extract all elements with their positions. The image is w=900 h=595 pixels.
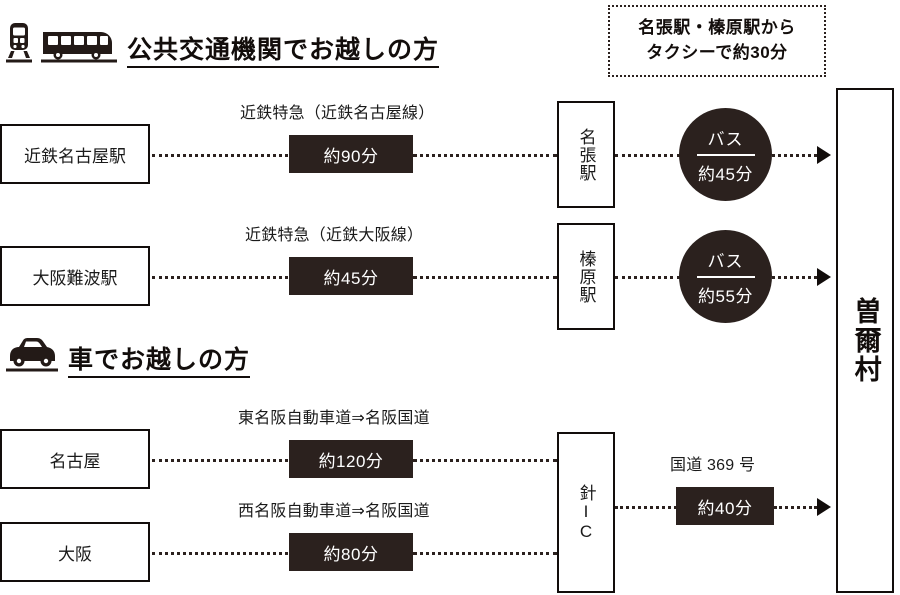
station-label: 名張駅: [576, 127, 596, 182]
connector-line: [152, 459, 294, 462]
duration-label: 約120分: [318, 451, 384, 471]
connector-line: [413, 154, 557, 157]
destination-label: 曽爾村: [850, 297, 881, 384]
duration-label: 約40分: [697, 498, 753, 518]
car-icons: [6, 334, 58, 378]
origin-box-osaka: 大阪: [0, 522, 150, 582]
station-box-nabari: 名張駅: [557, 101, 615, 208]
section-title-car: 車でお越しの方: [68, 348, 251, 378]
bus-duration-label: 約55分: [698, 286, 753, 306]
bus-circle-nabari: バス 約45分: [679, 108, 772, 201]
duration-chip-1: 約90分: [289, 135, 413, 173]
duration-chip-4: 約80分: [289, 533, 413, 571]
origin-box-nagoya: 名古屋: [0, 429, 150, 489]
origin-box-kintetsu-nagoya: 近鉄名古屋駅: [0, 124, 150, 184]
section-heading-car: 車でお越しの方: [6, 334, 251, 378]
duration-label: 約90分: [323, 146, 379, 166]
connector-line: [772, 276, 817, 279]
divider: [696, 275, 755, 278]
duration-chip-3: 約120分: [289, 440, 413, 478]
bus-duration-label: 約45分: [698, 164, 753, 184]
duration-chip-5: 約40分: [676, 487, 774, 525]
section-title-public: 公共交通機関でお越しの方: [127, 38, 440, 68]
origin-label: 名古屋: [49, 451, 101, 471]
train-icon: [6, 23, 32, 63]
origin-label: 近鉄名古屋駅: [24, 146, 126, 166]
public-transport-icons: [6, 22, 117, 68]
route-caption-4: 西名阪自動車道⇒名阪国道: [238, 503, 430, 520]
taxi-callout-line1: 名張駅・榛原駅から: [638, 18, 796, 38]
car-icon: [6, 338, 58, 372]
route-caption-1: 近鉄特急（近鉄名古屋線）: [240, 105, 435, 122]
connector-line: [413, 276, 557, 279]
connector-line: [774, 506, 817, 509]
connector-line: [152, 276, 294, 279]
duration-chip-2: 約45分: [289, 257, 413, 295]
station-label: 榛原駅: [576, 249, 596, 304]
divider: [696, 153, 755, 156]
connector-line: [152, 552, 294, 555]
bus-mode-label: バス: [707, 129, 744, 149]
connector-line: [413, 459, 557, 462]
route-caption-5: 国道 369 号: [670, 457, 756, 474]
arrow-head: [817, 498, 831, 516]
duration-label: 約80分: [323, 544, 379, 564]
route-caption-3: 東名阪自動車道⇒名阪国道: [238, 410, 430, 427]
bus-circle-haibara: バス 約55分: [679, 230, 772, 323]
connector-line: [615, 276, 680, 279]
arrow-head: [817, 268, 831, 286]
connector-line: [413, 552, 557, 555]
connector-line: [615, 154, 680, 157]
section-heading-public: 公共交通機関でお越しの方: [6, 22, 440, 68]
bus-mode-label: バス: [707, 251, 744, 271]
taxi-callout-line2: タクシーで約30分: [646, 43, 788, 62]
duration-label: 約45分: [323, 268, 379, 288]
connector-line: [152, 154, 294, 157]
station-box-haibara: 榛原駅: [557, 223, 615, 330]
interchange-box-hari-ic: 針IC: [557, 432, 615, 593]
origin-box-osaka-namba: 大阪難波駅: [0, 246, 150, 306]
origin-label: 大阪難波駅: [32, 268, 118, 288]
interchange-label: 針IC: [576, 483, 596, 542]
connector-line: [772, 154, 817, 157]
connector-line: [615, 506, 677, 509]
taxi-callout: 名張駅・榛原駅から タクシーで約30分: [608, 5, 826, 77]
route-caption-2: 近鉄特急（近鉄大阪線）: [245, 227, 424, 244]
bus-icon: [41, 32, 117, 63]
origin-label: 大阪: [58, 544, 92, 564]
destination-box: 曽爾村: [836, 88, 894, 593]
arrow-head: [817, 146, 831, 164]
